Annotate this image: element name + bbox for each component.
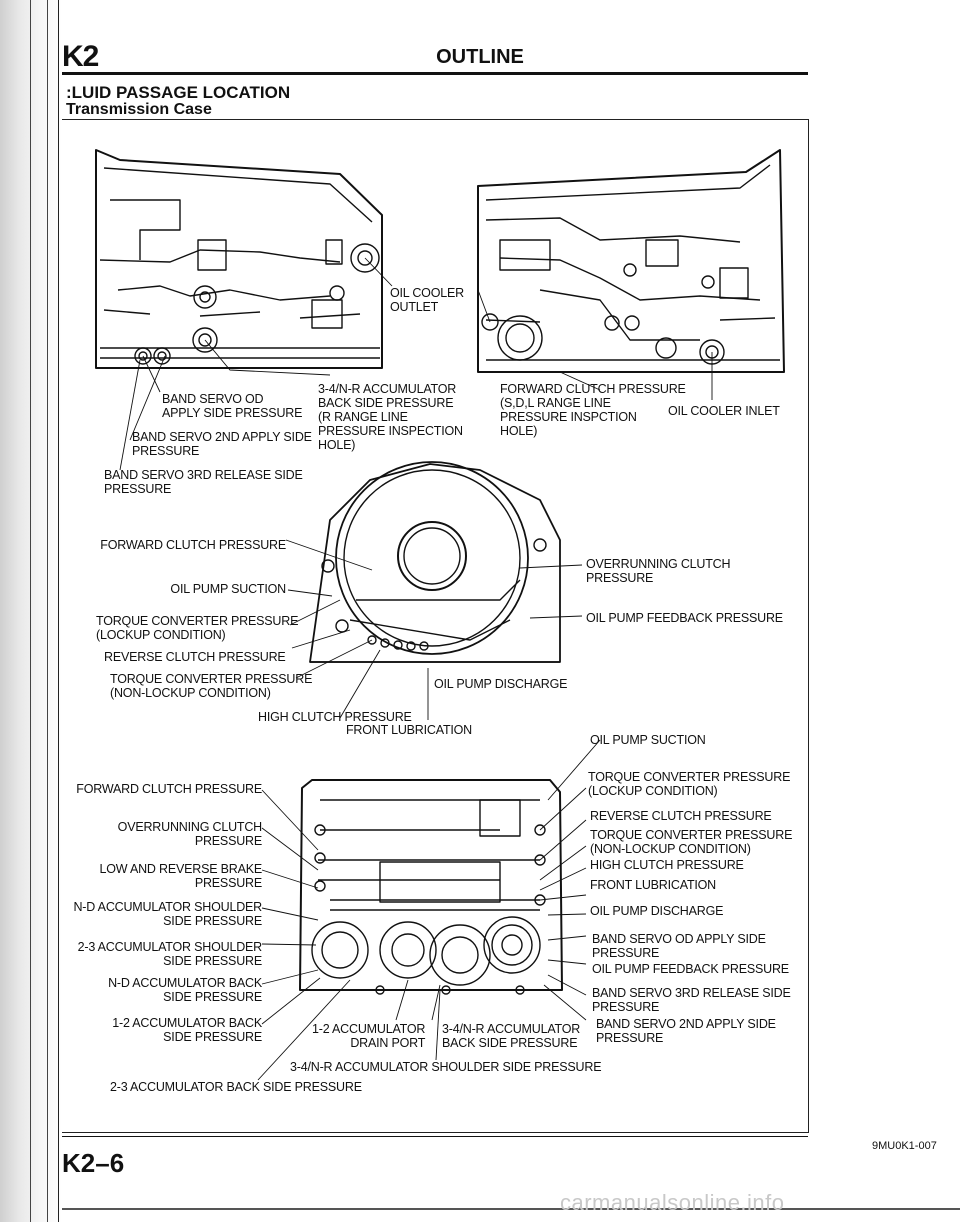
- label-pump-oil-pump-suction: OIL PUMP SUCTION: [170, 582, 286, 596]
- label-vb-torque-nonlockup: TORQUE CONVERTER PRESSURE (NON-LOCKUP CO…: [590, 828, 793, 856]
- page-number: K2–6: [62, 1148, 125, 1178]
- label-vb-34nr-shoulder: 3-4/N-R ACCUMULATOR SHOULDER SIDE PRESSU…: [290, 1060, 602, 1074]
- label-pump-discharge: OIL PUMP DISCHARGE: [434, 677, 568, 691]
- label-pump-front-lubrication: FRONT LUBRICATION: [346, 723, 473, 737]
- label-vb-overrunning: OVERRUNNING CLUTCH PRESSURE: [117, 820, 263, 848]
- label-pump-forward-clutch: FORWARD CLUTCH PRESSURE: [100, 538, 286, 552]
- label-vb-pump-feedback: OIL PUMP FEEDBACK PRESSURE: [592, 962, 789, 976]
- label-oil-cooler-outlet: OIL COOLER OUTLET: [390, 286, 464, 314]
- label-vb-34nr-back: 3-4/N-R ACCUMULATOR BACK SIDE PRESSURE: [442, 1022, 581, 1050]
- scan-binding-edge: [0, 0, 62, 1222]
- label-band-servo-3rd-release: BAND SERVO 3RD RELEASE SIDE PRESSURE: [104, 468, 303, 496]
- figure-frame: [62, 119, 809, 1133]
- header-rule: [62, 72, 808, 75]
- label-pump-high-clutch: HIGH CLUTCH PRESSURE: [258, 710, 412, 724]
- figure-id: 9MU0K1-007: [872, 1140, 937, 1152]
- label-vb-forward-clutch: FORWARD CLUTCH PRESSURE: [76, 782, 262, 796]
- footer-rule: [62, 1208, 960, 1210]
- label-band-servo-od-apply: BAND SERVO OD APPLY SIDE PRESSURE: [162, 392, 303, 420]
- label-vb-low-reverse: LOW AND REVERSE BRAKE PRESSURE: [99, 862, 262, 890]
- binding-line: [30, 0, 31, 1222]
- label-pump-torque-lockup: TORQUE CONVERTER PRESSURE (LOCKUP CONDIT…: [96, 614, 299, 642]
- label-vb-nd-back: N-D ACCUMULATOR BACK SIDE PRESSURE: [108, 976, 262, 1004]
- binding-line: [58, 0, 59, 1222]
- section-heading: :LUID PASSAGE LOCATION: [66, 83, 291, 102]
- label-pump-reverse-clutch: REVERSE CLUTCH PRESSURE: [104, 650, 286, 664]
- label-forward-clutch-sdl: FORWARD CLUTCH PRESSURE (S,D,L RANGE LIN…: [500, 382, 686, 438]
- label-vb-reverse-clutch: REVERSE CLUTCH PRESSURE: [590, 809, 772, 823]
- section-subheading: Transmission Case: [66, 101, 212, 118]
- label-vb-12-back: 1-2 ACCUMULATOR BACK SIDE PRESSURE: [112, 1016, 262, 1044]
- label-pump-overrunning: OVERRUNNING CLUTCH PRESSURE: [586, 557, 731, 585]
- transmission-case-right-view: [477, 149, 785, 373]
- label-vb-pump-discharge: OIL PUMP DISCHARGE: [590, 904, 724, 918]
- label-vb-band-3rd: BAND SERVO 3RD RELEASE SIDE PRESSURE: [592, 986, 791, 1014]
- watermark: carmanualsonline.info: [560, 1190, 785, 1215]
- binding-line: [47, 0, 48, 1222]
- section-code: K2: [62, 40, 99, 73]
- label-vb-23-back: 2-3 ACCUMULATOR BACK SIDE PRESSURE: [110, 1080, 362, 1094]
- label-vb-23-shoulder: 2-3 ACCUMULATOR SHOULDER SIDE PRESSURE: [77, 940, 263, 968]
- label-vb-12-drain: 1-2 ACCUMULATOR DRAIN PORT: [312, 1022, 426, 1050]
- label-oil-cooler-inlet: OIL COOLER INLET: [668, 404, 780, 418]
- control-valve-body: [299, 779, 563, 995]
- page-title: OUTLINE: [436, 46, 524, 68]
- figure-bottom-rule: [62, 1136, 808, 1137]
- label-pump-torque-nonlockup: TORQUE CONVERTER PRESSURE (NON-LOCKUP CO…: [110, 672, 313, 700]
- label-vb-oil-pump-suction: OIL PUMP SUCTION: [590, 733, 706, 747]
- label-vb-nd-shoulder: N-D ACCUMULATOR SHOULDER SIDE PRESSURE: [73, 900, 262, 928]
- label-band-servo-2nd-apply: BAND SERVO 2ND APPLY SIDE PRESSURE: [132, 430, 312, 458]
- transmission-case-left-view: [95, 149, 383, 369]
- label-pump-feedback: OIL PUMP FEEDBACK PRESSURE: [586, 611, 783, 625]
- label-34nr-accum-back: 3-4/N-R ACCUMULATOR BACK SIDE PRESSURE (…: [318, 382, 463, 452]
- label-vb-front-lubrication: FRONT LUBRICATION: [590, 878, 717, 892]
- label-vb-band-2nd: BAND SERVO 2ND APPLY SIDE PRESSURE: [596, 1017, 776, 1045]
- oil-pump-cover: [309, 461, 561, 663]
- label-vb-high-clutch: HIGH CLUTCH PRESSURE: [590, 858, 744, 872]
- label-vb-torque-lockup: TORQUE CONVERTER PRESSURE (LOCKUP CONDIT…: [588, 770, 791, 798]
- label-vb-band-od: BAND SERVO OD APPLY SIDE PRESSURE: [592, 932, 766, 960]
